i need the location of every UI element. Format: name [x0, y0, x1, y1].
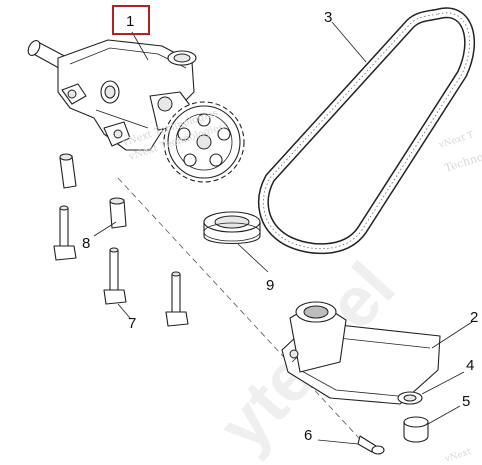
sleeve-lower — [109, 197, 127, 229]
washer — [397, 391, 423, 405]
callout-1: 1 — [126, 13, 134, 30]
callout-4: 4 — [466, 357, 474, 374]
oil-pump-assembly — [27, 39, 197, 151]
callout-3: 3 — [324, 9, 332, 26]
svg-text:vNext T: vNext T — [437, 130, 475, 151]
sleeve-upper — [59, 153, 77, 189]
svg-text:Techno: Techno — [443, 150, 482, 175]
drain-plug — [403, 416, 429, 443]
bolt-7a — [103, 247, 127, 305]
callout-6: 6 — [304, 427, 312, 444]
highlight-box — [112, 5, 150, 35]
assembly-guide-line — [117, 177, 371, 451]
drive-belt — [257, 7, 475, 255]
callout-7: 7 — [128, 315, 136, 332]
callout-2: 2 — [470, 309, 478, 326]
callout-5: 5 — [462, 393, 470, 410]
leader-lines — [93, 21, 473, 445]
screw — [357, 435, 385, 455]
callout-8: 8 — [82, 235, 90, 252]
bolt-left — [53, 205, 77, 261]
svg-text:vNext: vNext — [443, 447, 473, 465]
bolt-7b — [165, 271, 189, 327]
callout-9: 9 — [266, 277, 274, 294]
pump-sprocket-gear — [163, 101, 245, 183]
oil-strainer — [281, 301, 441, 405]
seal-ring — [203, 211, 261, 244]
